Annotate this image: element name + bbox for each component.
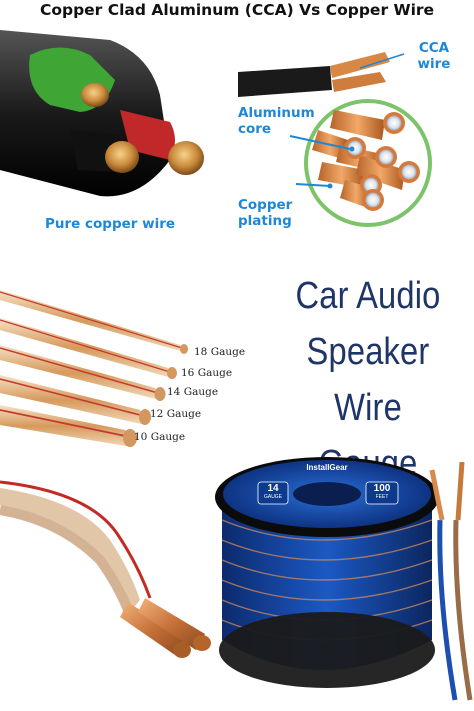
gauge-label-16: 16 Gauge xyxy=(181,367,233,379)
spool-brand: InstallGear xyxy=(306,463,348,472)
page-title: Copper Clad Aluminum (CCA) Vs Copper Wir… xyxy=(39,1,435,19)
heading-line-1: Car Audio xyxy=(295,275,441,317)
spool-gauge-number: 14 xyxy=(267,483,279,494)
gauge-label-18: 18 Gauge xyxy=(194,346,246,358)
gauge-label-12: 12 Gauge xyxy=(150,408,202,420)
cca-wire-label: CCA wire xyxy=(417,40,451,72)
gauge-label-14: 14 Gauge xyxy=(167,386,219,398)
spool-gauge-word: GAUGE xyxy=(263,494,283,500)
spool-length-number: 100 xyxy=(373,483,391,494)
pure-copper-label: Pure copper wire xyxy=(45,216,176,232)
aluminum-core-label: Aluminum core xyxy=(238,105,315,137)
gauge-label-10: 10 Gauge xyxy=(134,431,186,443)
spool-length-unit: FEET xyxy=(375,494,389,500)
heading-line-2: Speaker Wire xyxy=(306,331,430,429)
copper-plating-label: Copper plating xyxy=(238,197,293,229)
